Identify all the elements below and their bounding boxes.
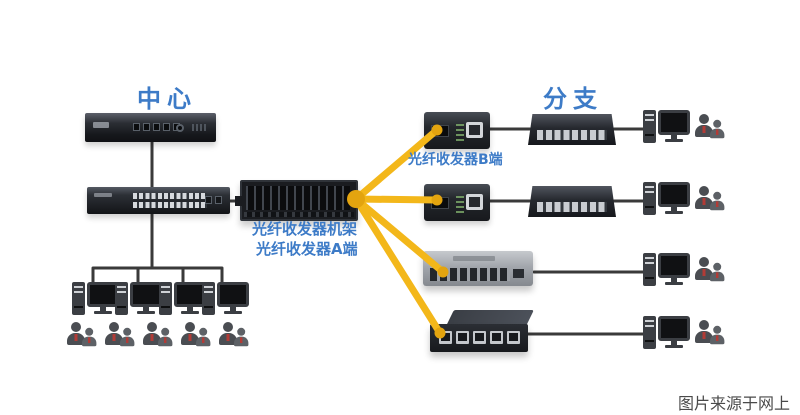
switch-ports: [430, 268, 510, 281]
pc-tower: [643, 182, 656, 215]
user-pair-icon: [143, 322, 176, 351]
fiber-port: [431, 125, 449, 137]
pc-monitor: [658, 316, 690, 349]
user-pair-icon: [695, 320, 728, 349]
led-indicators: [456, 121, 464, 141]
computer-icon: [643, 182, 690, 215]
rack-uplink-stub: [235, 196, 242, 206]
user-pair-icon: [695, 186, 728, 215]
user-pair-icon: [695, 114, 728, 143]
switch-sfp-ports: [205, 196, 222, 204]
pc-tower: [643, 253, 656, 286]
switch-ports: [537, 130, 607, 140]
switch-ports: [537, 202, 607, 212]
center-title: 中心: [137, 85, 197, 113]
core-router-icon: [85, 113, 216, 142]
pc-monitor: [87, 282, 119, 315]
media-converter-b2-icon: [424, 184, 490, 221]
branch-switch-3-icon: [423, 251, 533, 286]
pc-monitor: [658, 182, 690, 215]
user-pair-icon: [105, 322, 138, 351]
computer-icon: [202, 282, 249, 315]
core-switch-icon: [87, 187, 230, 214]
computer-icon: [159, 282, 206, 315]
image-source-note: 图片来源于网上: [677, 394, 790, 413]
rj45-port: [466, 194, 483, 210]
fiber-port: [431, 197, 449, 209]
uplink-port: [513, 269, 524, 278]
pc-tower: [643, 316, 656, 349]
branch-switch-2-icon: [528, 186, 616, 217]
switch-logo: [453, 256, 495, 261]
rack-module-slots: [246, 186, 350, 210]
user-pair-icon: [695, 257, 728, 286]
pc-monitor: [217, 282, 249, 315]
rack-label-line2: 光纤收发器A端: [256, 240, 358, 258]
pc-tower: [202, 282, 215, 315]
pc-monitor: [658, 110, 690, 143]
pc-monitor: [658, 253, 690, 286]
pc-tower: [643, 110, 656, 143]
router-vents: [192, 124, 208, 131]
switch-port-row-bottom: [133, 202, 207, 208]
media-converter-b1-icon: [424, 112, 490, 149]
branch-switch-4-icon: [430, 310, 534, 356]
converter-b-label: 光纤收发器B端: [408, 152, 503, 168]
user-pair-icon: [181, 322, 214, 351]
computer-icon: [643, 110, 690, 143]
pc-tower: [159, 282, 172, 315]
computer-icon: [643, 316, 690, 349]
switch-front-face: [430, 324, 528, 352]
switch-logo: [94, 193, 112, 197]
pc-tower: [115, 282, 128, 315]
pc-monitor: [130, 282, 162, 315]
led-indicators: [456, 193, 464, 213]
router-console-port: [176, 124, 184, 132]
router-logo: [93, 122, 109, 128]
rack-label-line1: 光纤收发器机架: [252, 220, 358, 238]
computer-icon: [643, 253, 690, 286]
user-pair-icon: [219, 322, 252, 351]
branch-switch-1-icon: [528, 114, 616, 145]
branch-title: 分支: [543, 85, 603, 113]
router-ports: [133, 123, 180, 131]
fiber-transceiver-rack-icon: [235, 180, 358, 221]
pc-tower: [72, 282, 85, 315]
rack-base: [244, 212, 354, 217]
switch-port-row-top: [133, 193, 207, 199]
computer-icon: [72, 282, 119, 315]
computer-icon: [115, 282, 162, 315]
switch-ports: [439, 331, 520, 344]
bus-line: [91, 266, 224, 286]
rj45-port: [466, 122, 483, 138]
user-pair-icon: [67, 322, 100, 351]
